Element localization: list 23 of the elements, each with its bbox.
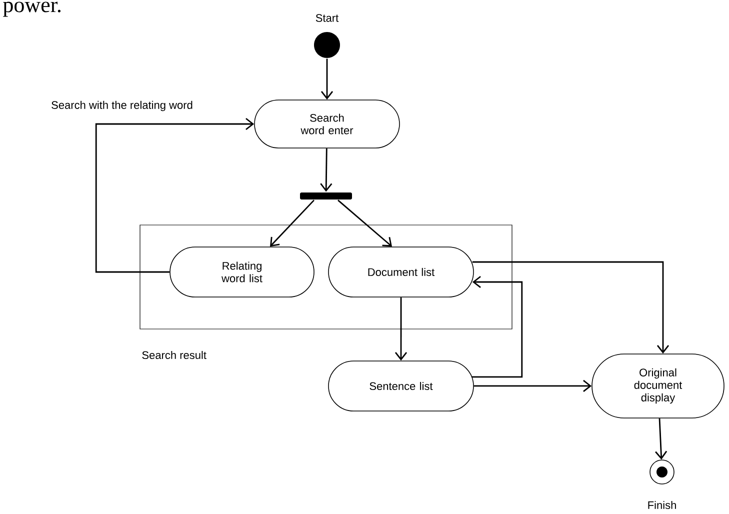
fork-bar — [300, 192, 352, 200]
arrow — [472, 276, 523, 378]
action-box: Relating word list — [170, 246, 314, 298]
arrow — [338, 200, 392, 247]
arrow — [394, 297, 408, 361]
start-node — [314, 32, 340, 58]
node-caption: Start — [316, 14, 339, 22]
arrow — [474, 380, 592, 392]
arrow — [472, 261, 670, 354]
action-box: Search word enter — [254, 100, 400, 148]
page-text: power. — [3, 2, 61, 17]
node-caption: Finish — [648, 500, 676, 510]
action-box: Original document display — [592, 354, 724, 418]
action-box: Sentence list — [328, 360, 474, 412]
edge-label: Search with the relating word — [50, 100, 194, 112]
end-node — [650, 460, 674, 484]
group-label: Search result — [142, 350, 206, 360]
arrow — [655, 418, 668, 460]
arrow — [320, 58, 334, 100]
arrow — [320, 148, 332, 192]
arrow — [95, 118, 254, 273]
action-box: Document list — [328, 246, 474, 298]
arrow — [270, 200, 315, 247]
